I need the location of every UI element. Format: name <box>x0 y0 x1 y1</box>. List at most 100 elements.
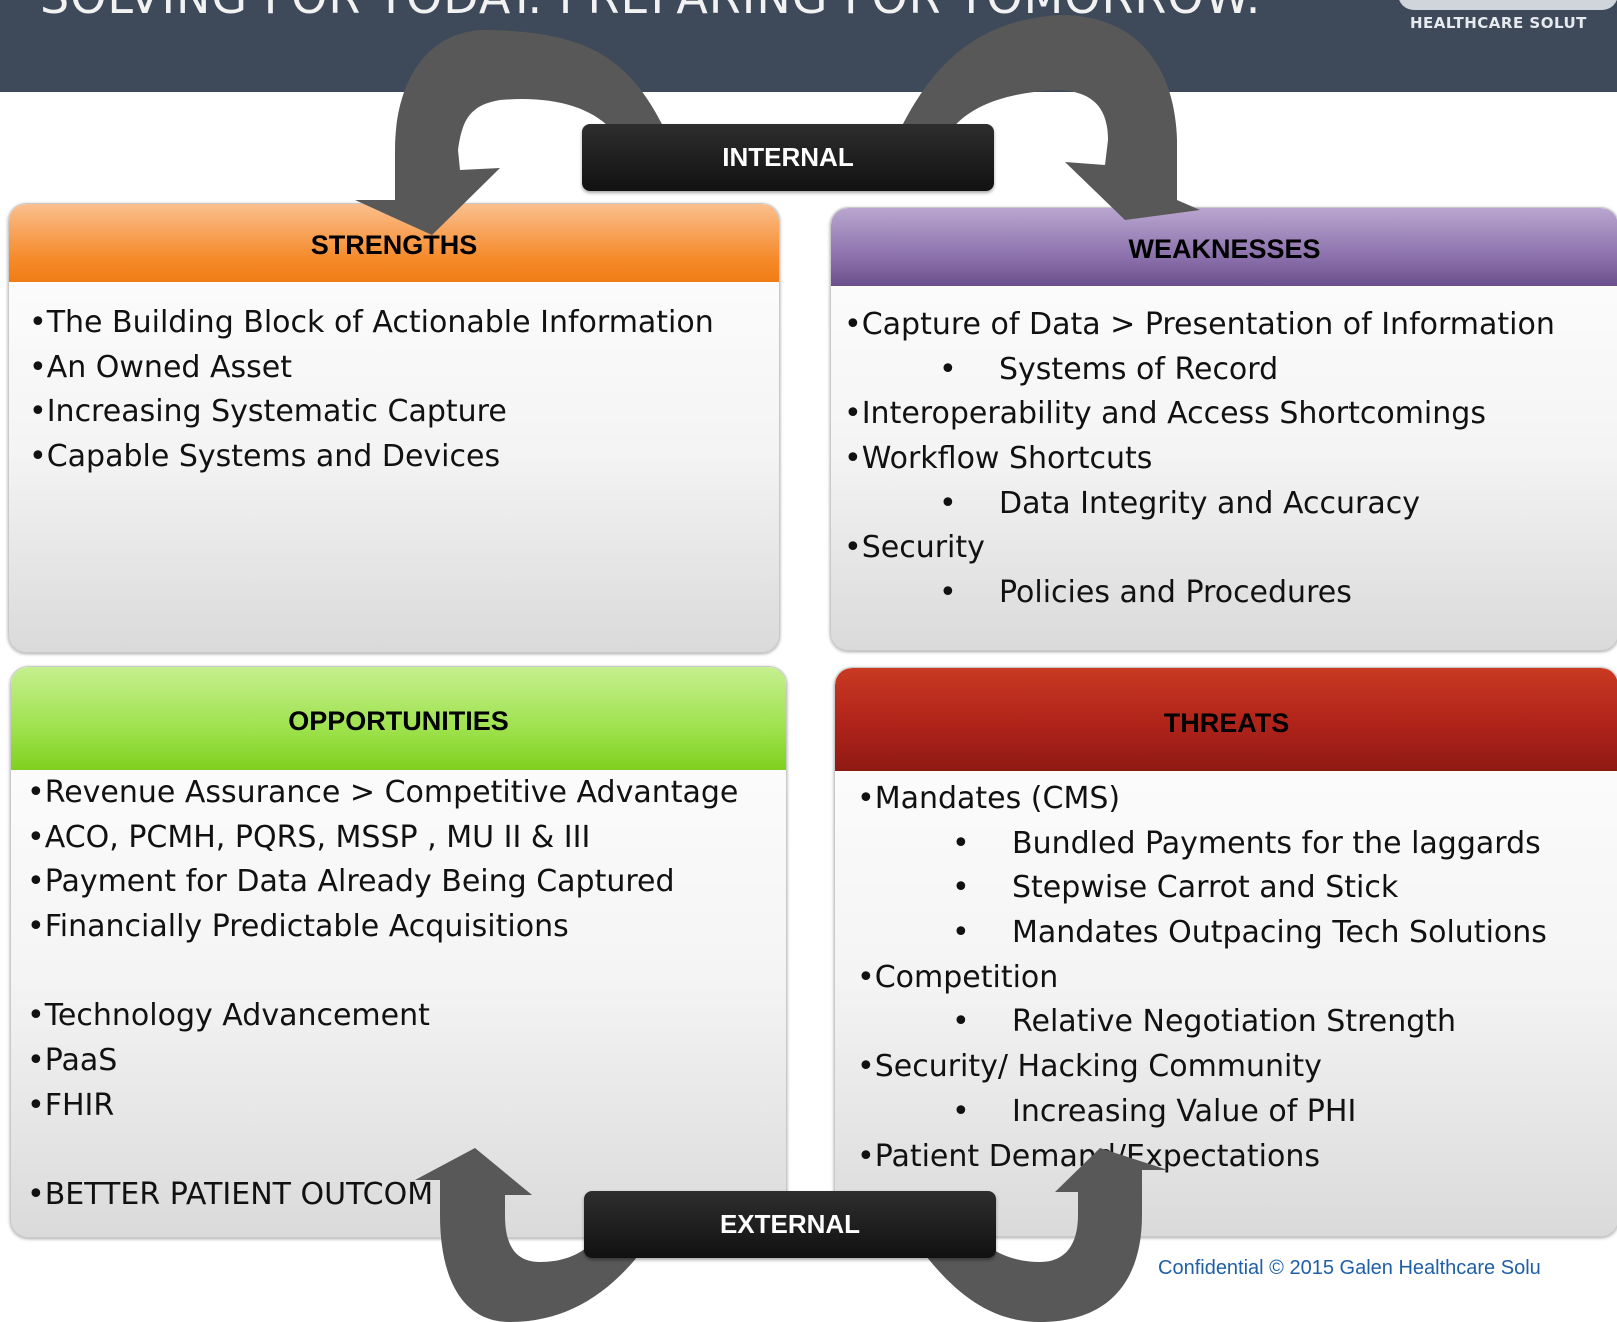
weaknesses-item-text: Policies and Procedures <box>999 575 1352 611</box>
bullet-icon: • <box>27 775 45 810</box>
opportunities-item-text: Revenue Assurance > Competitive Advantag… <box>44 775 739 810</box>
bullet-icon: • <box>939 575 957 611</box>
opportunities-item-text: Payment for Data Already Being Captured <box>44 864 675 900</box>
threats-item-text: Increasing Value of PHI <box>1012 1093 1357 1129</box>
opportunities-item: •ACO, PCMH, PQRS, MSSP , MU II & III <box>27 816 738 861</box>
bullet-icon: • <box>857 781 875 816</box>
bullet-icon: • <box>952 825 970 861</box>
bullet-icon: • <box>29 394 47 430</box>
bullet-icon: • <box>857 1138 875 1174</box>
threats-item: • Mandates (CMS) <box>857 777 1547 822</box>
bullet-icon: • <box>27 819 45 855</box>
weaknesses-item: • Data Integrity and Accuracy <box>844 482 1555 527</box>
weaknesses-title: WEAKNESSES <box>831 208 1617 286</box>
strengths-item: • Capable Systems and Devices <box>29 435 714 480</box>
company-logo: HEALTHCARE SOLUT <box>1398 0 1617 40</box>
opportunities-item: •BETTER PATIENT OUTCOM <box>27 1173 738 1218</box>
weaknesses-item-text: Workflow Shortcuts <box>861 441 1153 477</box>
opportunities-item: •Technology Advancement <box>27 994 738 1039</box>
threats-item: • Relative Negotiation Strength <box>857 1000 1547 1045</box>
weaknesses-item-text: Security <box>861 530 985 566</box>
strengths-item: • Increasing Systematic Capture <box>29 390 714 435</box>
bullet-icon: • <box>857 1049 875 1085</box>
arrow-external-right-icon <box>900 1148 1168 1322</box>
opportunities-item: •Financially Predictable Acquisitions <box>27 905 738 950</box>
bullet-icon: • <box>952 1093 970 1129</box>
strengths-item: • An Owned Asset <box>29 346 714 391</box>
threats-item: • Bundled Payments for the laggards <box>857 822 1547 867</box>
weaknesses-item-text: Interoperability and Access Shortcomings <box>861 396 1486 432</box>
opportunities-item: •Payment for Data Already Being Captured <box>27 860 738 905</box>
opportunities-item-text: Technology Advancement <box>44 998 430 1034</box>
threats-title: THREATS <box>835 668 1617 771</box>
opportunities-item-text: Financially Predictable Acquisitions <box>44 909 569 945</box>
weaknesses-item-text: Capture of Data > Presentation of Inform… <box>861 307 1555 342</box>
strengths-list: • The Building Block of Actionable Infor… <box>29 301 714 480</box>
bullet-icon: • <box>844 530 862 566</box>
bullet-icon: • <box>27 1177 45 1213</box>
bullet-icon: • <box>27 864 45 900</box>
strengths-item-text: Increasing Systematic Capture <box>46 394 507 430</box>
bullet-icon: • <box>27 909 45 945</box>
opportunities-item-text: PaaS <box>44 1043 118 1079</box>
opportunities-item-text: FHIR <box>44 1087 115 1123</box>
bullet-icon: • <box>952 1004 970 1040</box>
threats-item: • Stepwise Carrot and Stick <box>857 866 1547 911</box>
bullet-icon: • <box>27 1087 45 1123</box>
weaknesses-item: •Interoperability and Access Shortcoming… <box>844 392 1555 437</box>
bullet-icon: • <box>939 485 957 521</box>
threats-item-text: Relative Negotiation Strength <box>1012 1004 1457 1040</box>
strengths-item-text: An Owned Asset <box>46 349 292 385</box>
threats-item-text: Competition <box>874 959 1059 995</box>
bullet-icon: • <box>939 351 957 387</box>
weaknesses-list: •Capture of Data > Presentation of Infor… <box>844 303 1555 616</box>
arrow-external-left-icon <box>415 1148 650 1322</box>
threats-item-text: Security/ Hacking Community <box>874 1049 1322 1085</box>
footer-confidential: Confidential © 2015 Galen Healthcare Sol… <box>1158 1257 1541 1279</box>
opportunities-title: OPPORTUNITIES <box>11 667 786 770</box>
bullet-icon: • <box>29 305 47 340</box>
weaknesses-item: •Security <box>844 526 1555 571</box>
bullet-icon: • <box>952 915 970 951</box>
weaknesses-item: • Systems of Record <box>844 348 1555 393</box>
bullet-icon: • <box>844 441 862 477</box>
strengths-item: • The Building Block of Actionable Infor… <box>29 301 714 346</box>
strengths-item-text: The Building Block of Actionable Informa… <box>46 305 714 340</box>
bullet-icon: • <box>952 870 970 906</box>
strengths-item-text: Capable Systems and Devices <box>46 439 501 475</box>
bullet-icon: • <box>844 307 862 342</box>
opportunities-item: •PaaS <box>27 1039 738 1084</box>
threats-item-text: Mandates (CMS) <box>874 781 1121 816</box>
bullet-icon: • <box>844 396 862 432</box>
arrow-internal-right-icon <box>900 15 1200 220</box>
header-bar: SOLVING FOR TODAY. PREPARING FOR TOMORRO… <box>0 0 1617 92</box>
threats-item: • Increasing Value of PHI <box>857 1090 1547 1135</box>
bullet-icon: • <box>29 349 47 385</box>
bullet-icon: • <box>27 1043 45 1079</box>
external-label: EXTERNAL <box>584 1191 996 1258</box>
weaknesses-item: •Capture of Data > Presentation of Infor… <box>844 303 1555 348</box>
threats-item-text: Bundled Payments for the laggards <box>1012 825 1541 861</box>
threats-item-text: Stepwise Carrot and Stick <box>1012 870 1399 906</box>
weaknesses-item: • Policies and Procedures <box>844 571 1555 616</box>
opportunities-item-text: ACO, PCMH, PQRS, MSSP , MU II & III <box>44 819 591 855</box>
bullet-icon: • <box>857 959 875 995</box>
internal-label: INTERNAL <box>582 124 994 191</box>
opportunities-list: •Revenue Assurance > Competitive Advanta… <box>27 771 738 1218</box>
weaknesses-item: •Workflow Shortcuts <box>844 437 1555 482</box>
opportunities-item-text: BETTER PATIENT OUTCOM <box>44 1177 434 1213</box>
logo-mark <box>1398 0 1617 10</box>
threats-item: •Security/ Hacking Community <box>857 1045 1547 1090</box>
arrow-internal-left-icon <box>355 30 665 235</box>
weaknesses-box: WEAKNESSES •Capture of Data > Presentati… <box>830 207 1617 651</box>
logo-text: HEALTHCARE SOLUT <box>1410 14 1587 32</box>
bullet-icon: • <box>27 998 45 1034</box>
opportunities-item: •Revenue Assurance > Competitive Advanta… <box>27 771 738 816</box>
threats-item: •Competition <box>857 956 1547 1001</box>
weaknesses-item-text: Systems of Record <box>999 351 1279 387</box>
opportunities-box: OPPORTUNITIES •Revenue Assurance > Compe… <box>10 666 787 1238</box>
threats-item-text: Mandates Outpacing Tech Solutions <box>1012 915 1547 951</box>
weaknesses-item-text: Data Integrity and Accuracy <box>999 485 1420 521</box>
bullet-icon: • <box>29 439 47 475</box>
